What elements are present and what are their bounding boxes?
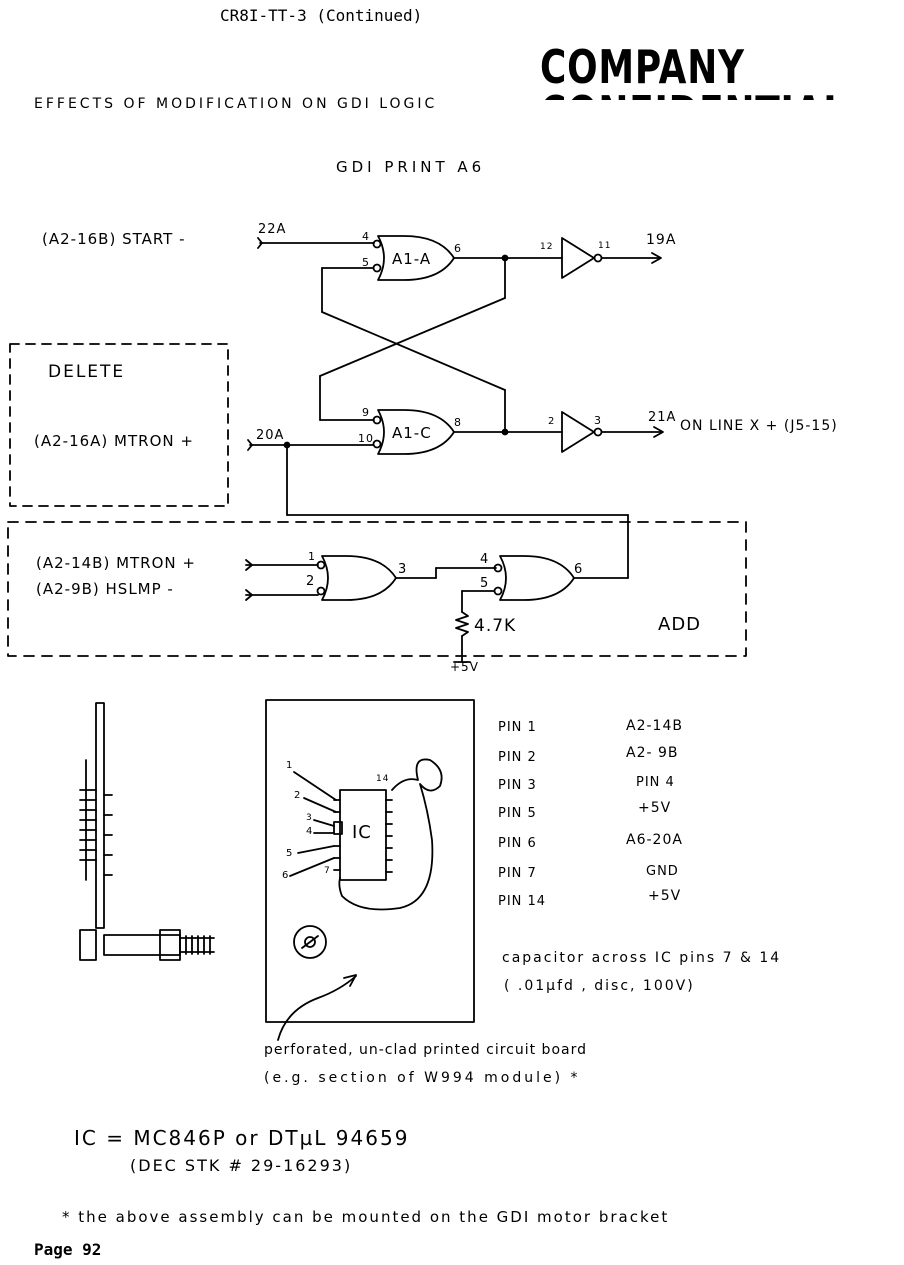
print-title: GDI PRINT A6 bbox=[336, 158, 486, 176]
ic-pin-label: 6 bbox=[282, 870, 290, 881]
pin-table-pin: PIN 7 bbox=[498, 866, 537, 881]
capacitor-note-2: ( .01µfd , disc, 100V) bbox=[504, 978, 695, 994]
gate-a1c bbox=[377, 409, 455, 455]
ic-pin-label: 7 bbox=[324, 866, 331, 876]
pin-label: 5 bbox=[480, 576, 490, 591]
pin-table-conn: +5V bbox=[638, 800, 672, 816]
confidential-stamp: COMPANY CONFIDENTIAL bbox=[540, 44, 846, 100]
mounting-screw bbox=[293, 925, 327, 959]
signal-mtron-16a: (A2-16A) MTRON + bbox=[34, 432, 194, 450]
delete-box bbox=[9, 343, 229, 507]
board-note-1: perforated, un-clad printed circuit boar… bbox=[264, 1042, 587, 1058]
pin-label: 3 bbox=[594, 414, 602, 427]
delete-label: DELETE bbox=[48, 362, 126, 382]
pin-table-conn: A2- 9B bbox=[626, 745, 679, 761]
supply-label: +5V bbox=[450, 660, 479, 674]
signal-hslmp: (A2-9B) HSLMP - bbox=[36, 580, 174, 598]
add-box bbox=[7, 521, 747, 657]
resistor-label: 4.7K bbox=[474, 616, 517, 636]
ic-equivalent-1: IC = MC846P or DTµL 94659 bbox=[74, 1126, 410, 1150]
pin-label: 5 bbox=[362, 256, 370, 269]
bubble-a1a-in1 bbox=[372, 239, 382, 249]
capacitor-wire bbox=[338, 758, 443, 911]
pin-label: 4 bbox=[362, 230, 370, 243]
pin-label: 9 bbox=[362, 406, 370, 419]
pin-table-pin: PIN 1 bbox=[498, 720, 537, 735]
pin-table-pin: PIN 6 bbox=[498, 836, 537, 851]
ic-package bbox=[339, 789, 387, 881]
signal-start: (A2-16B) START - bbox=[42, 230, 186, 248]
board-note-2: (e.g. section of W994 module) * bbox=[264, 1070, 581, 1086]
connector-20a: 20A bbox=[256, 428, 285, 443]
pin-table-pin: PIN 3 bbox=[498, 778, 537, 793]
section-title: EFFECTS OF MODIFICATION ON GDI LOGIC bbox=[34, 96, 438, 112]
connector-19a: 19A bbox=[646, 232, 677, 248]
perforated-board bbox=[265, 699, 475, 1023]
pin-label: 3 bbox=[398, 562, 408, 577]
pin-table-conn: PIN 4 bbox=[636, 775, 675, 790]
bubble-a1a-in2 bbox=[372, 263, 382, 273]
board-side-view bbox=[95, 702, 105, 929]
ic-equivalent-2: (DEC STK # 29-16293) bbox=[130, 1156, 353, 1175]
pin-table-pin: PIN 14 bbox=[498, 894, 547, 909]
add-label: ADD bbox=[658, 614, 702, 635]
capacitor-note-1: capacitor across IC pins 7 & 14 bbox=[502, 950, 782, 966]
pin-label: 6 bbox=[454, 242, 462, 255]
gate-new-2 bbox=[499, 555, 575, 601]
pin-table-conn: A2-14B bbox=[626, 718, 683, 734]
pin-table-conn: +5V bbox=[648, 888, 682, 904]
pin-label: 10 bbox=[358, 432, 374, 445]
pin-table-pin: PIN 5 bbox=[498, 806, 537, 821]
ic-pin-label: 3 bbox=[306, 813, 313, 823]
document-id: CR8I-TT-3 (Continued) bbox=[220, 6, 423, 25]
resistor-4-7k bbox=[455, 611, 469, 637]
page-number: Page 92 bbox=[34, 1240, 102, 1259]
standoff-side bbox=[103, 934, 181, 956]
board-pointer-arrow bbox=[277, 975, 357, 1041]
connector-22a: 22A bbox=[258, 222, 287, 237]
ic-pin-label: 14 bbox=[376, 774, 390, 784]
gate-a1a-label: A1-A bbox=[392, 250, 432, 268]
pin-label: 1 bbox=[308, 550, 316, 563]
gate-new-1 bbox=[321, 555, 397, 601]
pin-label: 8 bbox=[454, 416, 462, 429]
ic-pin-label: 2 bbox=[294, 790, 302, 801]
pin-label: 2 bbox=[548, 416, 556, 427]
inverter-bottom bbox=[561, 411, 595, 453]
ic-pin-label: 1 bbox=[286, 760, 294, 771]
signal-online: ON LINE X + (J5-15) bbox=[680, 418, 838, 434]
gate-a1c-label: A1-C bbox=[392, 424, 432, 442]
pin-label: 4 bbox=[480, 552, 490, 567]
pin-table-pin: PIN 2 bbox=[498, 750, 537, 765]
ic-pin-label: 5 bbox=[286, 848, 294, 859]
pin-label: 12 bbox=[540, 242, 554, 252]
pin-table-conn: A6-20A bbox=[626, 832, 683, 848]
pin-label: 11 bbox=[598, 241, 612, 251]
ic-pin-label: 4 bbox=[306, 826, 314, 837]
footnote: * the above assembly can be mounted on t… bbox=[62, 1208, 670, 1226]
pin-label: 6 bbox=[574, 562, 584, 577]
pin-label: 2 bbox=[306, 574, 316, 589]
gate-a1a bbox=[377, 235, 455, 281]
inverter-top bbox=[561, 237, 595, 279]
pin-table-conn: GND bbox=[646, 864, 679, 879]
connector-21a: 21A bbox=[648, 410, 677, 425]
signal-mtron-14b: (A2-14B) MTRON + bbox=[36, 554, 196, 572]
ic-label: IC bbox=[352, 822, 372, 843]
